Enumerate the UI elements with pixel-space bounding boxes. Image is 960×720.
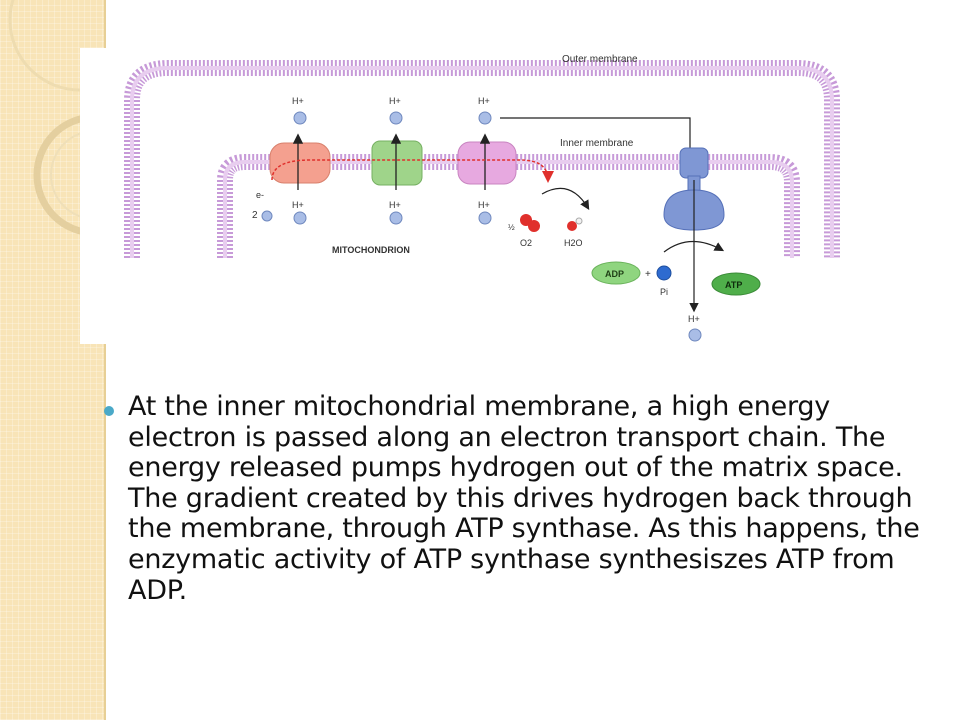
svg-text:ADP: ADP	[605, 269, 624, 279]
proton-top-1: H+	[292, 96, 307, 125]
svg-text:2: 2	[252, 210, 258, 221]
proton-bottom-3: H+	[478, 200, 492, 225]
svg-text:e-: e-	[256, 190, 264, 200]
proton-bottom-2: H+	[389, 200, 403, 225]
svg-text:½: ½	[508, 223, 515, 232]
atp-synthase	[663, 147, 725, 313]
proton-top-3: H+	[478, 96, 492, 125]
proton-bottom-1: H+	[292, 200, 307, 225]
complex-ii	[371, 133, 423, 190]
svg-text:H+: H+	[478, 96, 490, 106]
inner-membrane-label: Inner membrane	[560, 138, 634, 149]
adp-molecule: ADP	[591, 261, 641, 285]
svg-text:H+: H+	[389, 96, 401, 106]
water-molecule: H2O	[564, 217, 583, 248]
oxygen-molecule: ½ O2	[508, 214, 540, 248]
mitochondrion-label: MITOCHONDRION	[332, 245, 410, 255]
svg-text:Pi: Pi	[660, 287, 668, 297]
proton-top-2: H+	[389, 96, 403, 125]
svg-text:ATP: ATP	[725, 280, 742, 290]
svg-text:H+: H+	[292, 200, 304, 210]
proton-exit: H+	[688, 314, 702, 342]
phosphate: Pi	[656, 265, 672, 297]
electron-pair: e- 2	[252, 190, 273, 222]
bullet-paragraph: At the inner mitochondrial membrane, a h…	[128, 391, 920, 606]
oxygen-reduction-arrow	[541, 187, 590, 211]
svg-text:H+: H+	[292, 96, 304, 106]
svg-text:O2: O2	[520, 238, 532, 248]
mitochondrion-diagram: Outer membrane Inner membrane H+ H+ H+ H…	[124, 54, 840, 342]
atp-molecule: ATP	[711, 272, 761, 296]
bullet-marker	[104, 406, 114, 416]
svg-text:H+: H+	[389, 200, 401, 210]
bullet-item: At the inner mitochondrial membrane, a h…	[104, 391, 934, 606]
svg-text:H+: H+	[478, 200, 490, 210]
svg-text:H2O: H2O	[564, 238, 583, 248]
reaction-plus: +	[645, 269, 651, 280]
complex-i	[269, 133, 331, 190]
electron-path	[271, 159, 554, 183]
outer-membrane-label: Outer membrane	[562, 54, 638, 65]
svg-text:H+: H+	[688, 314, 700, 324]
outer-membrane	[124, 60, 840, 258]
proton-to-synthase	[500, 117, 695, 161]
complex-iii	[457, 133, 517, 190]
